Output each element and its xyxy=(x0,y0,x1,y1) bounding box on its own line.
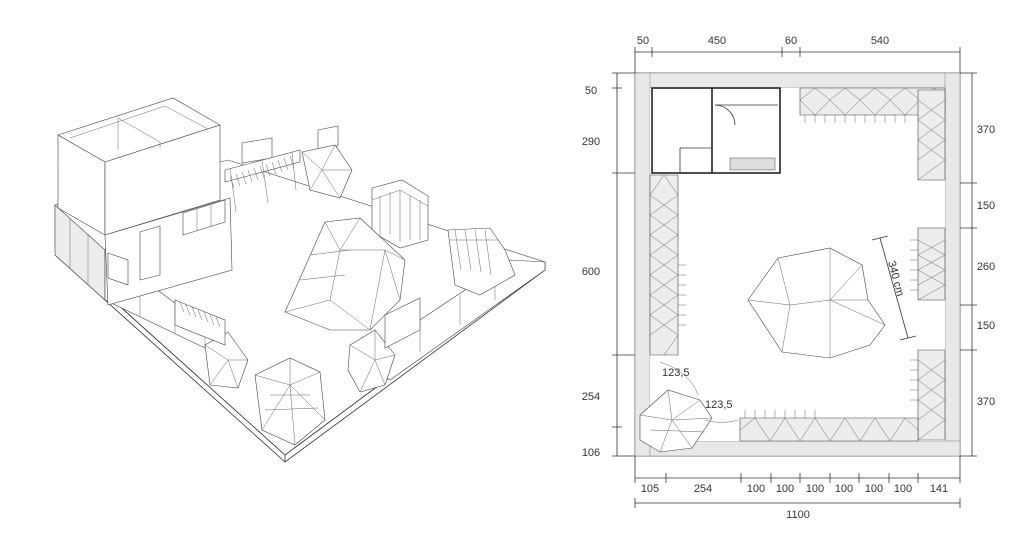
iso-pod-top-right xyxy=(301,144,353,199)
bottom-dim-6: 100 xyxy=(865,483,883,495)
left-dim-0: 50 xyxy=(585,85,597,97)
arc-a xyxy=(659,361,699,396)
iso-booth-window xyxy=(182,199,226,236)
bottom-dim-5: 100 xyxy=(835,483,853,495)
plan-booth xyxy=(651,87,781,174)
label-123-5-b: 123,5 xyxy=(705,399,733,411)
bottom-dimension-chain: 105 254 100 100 100 100 100 100 141 1100 xyxy=(634,456,961,521)
top-dim-1: 450 xyxy=(708,35,726,47)
right-dim-0: 370 xyxy=(977,124,995,136)
iso-screen-right xyxy=(384,297,421,349)
right-dim-3: 150 xyxy=(977,320,995,332)
left-dim-1: 290 xyxy=(582,136,600,148)
left-dim-2: 600 xyxy=(582,266,600,278)
plan-view: 340 cm 123,5 123,5 50 450 60 540 xyxy=(582,35,995,521)
top-dim-3: 540 xyxy=(871,35,889,47)
bottom-dim-2: 100 xyxy=(747,483,765,495)
arc-b xyxy=(704,419,739,423)
total-dim: 1100 xyxy=(786,509,810,521)
iso-screen-far-left xyxy=(107,252,129,286)
label-123-5-a: 123,5 xyxy=(662,367,690,379)
plan-rack-top xyxy=(799,87,946,123)
left-dimension-chain: 50 290 600 254 106 xyxy=(582,72,635,459)
iso-pod-bottom xyxy=(254,357,326,446)
iso-booth-door xyxy=(139,225,161,281)
iso-pod-right-lower xyxy=(347,329,396,393)
iso-booth-box xyxy=(57,97,233,306)
plan-central-installation xyxy=(747,247,886,359)
bottom-dim-4: 100 xyxy=(806,483,824,495)
bottom-dim-0: 105 xyxy=(641,483,659,495)
iso-booth-front-face xyxy=(104,124,221,236)
top-dim-2: 60 xyxy=(785,35,797,47)
plan-rack-right xyxy=(910,89,946,441)
bottom-dim-8: 141 xyxy=(930,483,948,495)
plan-pod xyxy=(639,389,713,453)
bottom-dim-3: 100 xyxy=(776,483,794,495)
right-dim-4: 370 xyxy=(977,396,995,408)
top-dim-0: 50 xyxy=(637,35,649,47)
left-dim-4: 106 xyxy=(582,447,600,459)
bottom-dim-7: 100 xyxy=(894,483,912,495)
iso-rack-right xyxy=(371,179,516,296)
plan-rack-left xyxy=(649,174,686,356)
right-dimension-chain: 370 150 260 150 370 xyxy=(960,72,995,457)
isometric-view xyxy=(54,97,546,463)
iso-screen-left xyxy=(174,299,226,346)
bottom-dim-1: 254 xyxy=(694,483,712,495)
plan-rack-bottom xyxy=(739,410,919,442)
plan-dim-line-340 xyxy=(879,237,909,339)
iso-central-installation xyxy=(284,217,406,331)
top-dimension-chain: 50 450 60 540 xyxy=(634,35,961,73)
right-dim-2: 260 xyxy=(977,261,995,273)
right-dim-1: 150 xyxy=(977,200,995,212)
iso-rack-top xyxy=(224,125,339,213)
left-dim-3: 254 xyxy=(582,391,600,403)
